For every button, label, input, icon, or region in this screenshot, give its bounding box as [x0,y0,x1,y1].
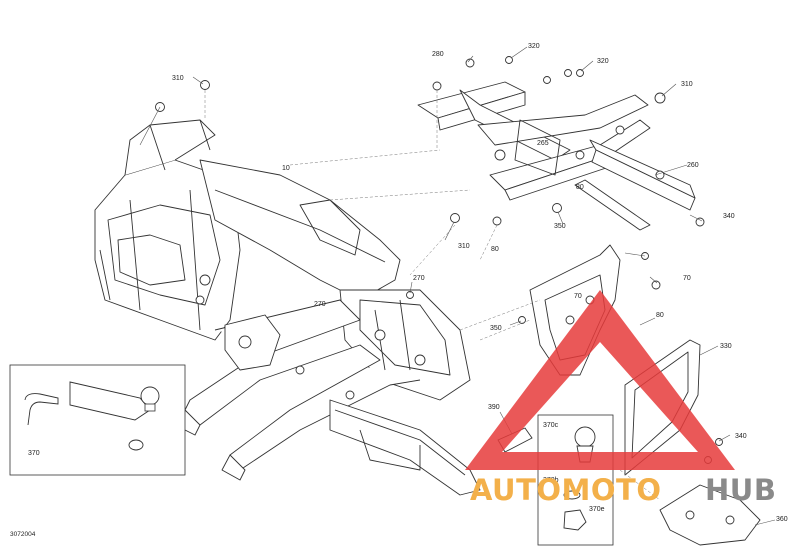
label-370b: 370b [543,477,559,484]
label-370c: 370c [543,422,559,429]
label-80-center: 80 [491,246,499,253]
label-360: 360 [776,516,788,523]
label-340-top: 340 [723,213,735,220]
bracket-360 [659,484,761,546]
watermark: AUTOMOTO HUB [465,290,776,507]
label-70-center: 70 [574,293,582,300]
label-270-top: 270 [413,275,425,282]
label-370e: 370e [589,506,605,513]
label-270-left: 270 [314,301,326,308]
diagram-code: 3072004 [10,531,36,538]
exploded-guide-lines [204,90,661,501]
ball-370c [574,426,596,448]
label-260: 260 [687,162,699,169]
nut-370e [563,509,587,531]
label-350-top: 350 [554,223,566,230]
hitch-nut [128,439,144,451]
pin-370 [24,393,59,426]
main-frame [94,119,481,496]
label-80-top: 80 [576,184,584,191]
label-370: 370 [28,450,40,457]
inset-ball-detail: 370c 370b 370e [537,414,614,546]
label-330: 330 [720,343,732,350]
drawbar [69,381,151,421]
label-310-top-left: 310 [172,75,184,82]
label-10: 10 [282,165,290,172]
label-80-right: 80 [656,312,664,319]
inset-hitch-kit: 370 [9,364,186,476]
label-265: 265 [537,140,549,147]
hitch-ball [140,386,160,406]
leader-lines [139,46,776,526]
label-390: 390 [488,404,500,411]
watermark-brand-part2: HUB [705,473,776,507]
label-70-right: 70 [683,275,691,282]
label-320-right: 320 [597,58,609,65]
label-310-right: 310 [681,81,693,88]
watermark-brand-part1: AUTOMOTO [470,473,661,507]
label-350-center: 350 [490,325,502,332]
washer-370b [563,490,581,500]
label-280: 280 [432,51,444,58]
watermark-triangle-icon [465,290,735,470]
label-320-top: 320 [528,43,540,50]
callout-labels: 310 10 280 320 320 310 265 260 80 310 80… [10,43,788,538]
label-310-center: 310 [458,243,470,250]
label-340-bottom: 340 [735,433,747,440]
rear-subframe [417,81,696,231]
